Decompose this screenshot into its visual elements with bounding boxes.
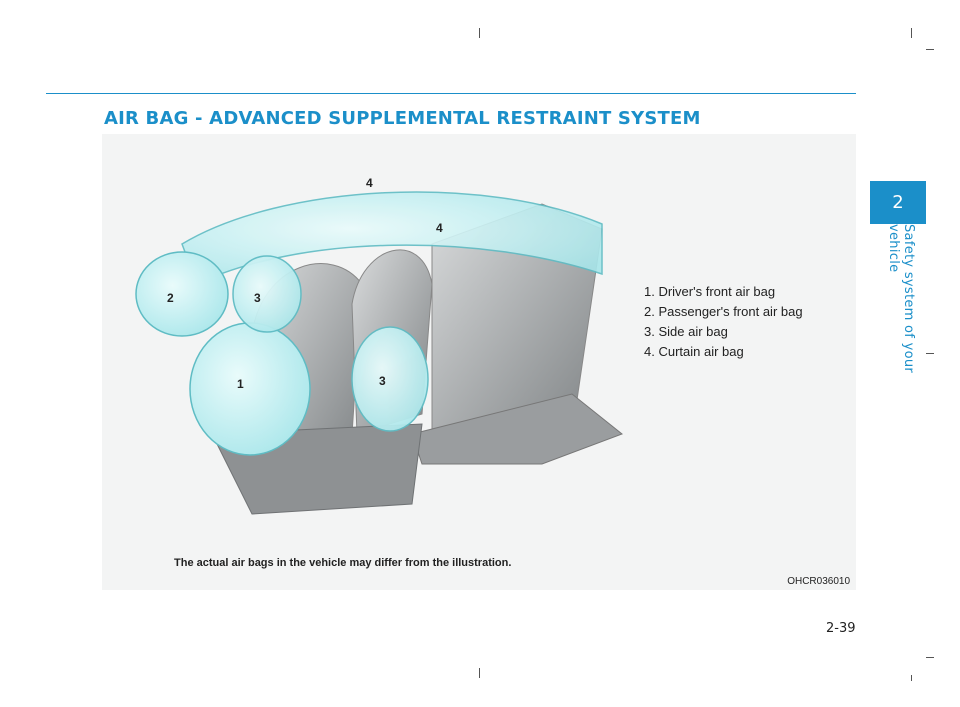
header-rule <box>46 93 856 94</box>
legend-item: 2. Passenger's front air bag <box>644 304 803 319</box>
legend-item: 4. Curtain air bag <box>644 344 744 359</box>
side-airbag <box>351 326 429 432</box>
rear-seat-cushion <box>411 393 623 465</box>
airbag-figure: 1 2 3 3 4 4 1. Driver's front air bag 2.… <box>102 134 856 590</box>
crop-mark <box>926 49 934 50</box>
side-airbag <box>232 255 302 333</box>
callout-label: 3 <box>379 374 386 388</box>
legend-item: 1. Driver's front air bag <box>644 284 776 299</box>
crop-mark <box>926 657 934 658</box>
chapter-tab: 2 <box>870 181 926 224</box>
airbag-legend: 1. Driver's front air bag 2. Passenger's… <box>644 282 803 362</box>
driver-front-airbag <box>189 322 311 456</box>
callout-label: 3 <box>254 291 261 305</box>
callout-label: 2 <box>167 291 174 305</box>
callout-label: 4 <box>366 176 373 190</box>
chapter-number: 2 <box>892 192 904 213</box>
legend-item: 3. Side air bag <box>644 324 728 339</box>
curtain-airbag <box>181 191 603 286</box>
figure-caption: The actual air bags in the vehicle may d… <box>174 557 512 569</box>
crop-mark <box>479 28 480 38</box>
page-title: AIR BAG - ADVANCED SUPPLEMENTAL RESTRAIN… <box>104 108 701 129</box>
figure-code: OHCR036010 <box>787 576 850 587</box>
callout-label: 4 <box>436 221 443 235</box>
crop-mark <box>479 668 480 678</box>
callout-label: 1 <box>237 377 244 391</box>
crop-mark <box>911 675 912 681</box>
passenger-front-airbag <box>135 251 229 337</box>
crop-mark <box>926 353 934 354</box>
crop-mark <box>911 28 912 38</box>
chapter-title: Safety system of your vehicle <box>886 224 916 374</box>
airbag-illustration <box>135 191 623 515</box>
page-number: 2-39 <box>826 621 856 636</box>
